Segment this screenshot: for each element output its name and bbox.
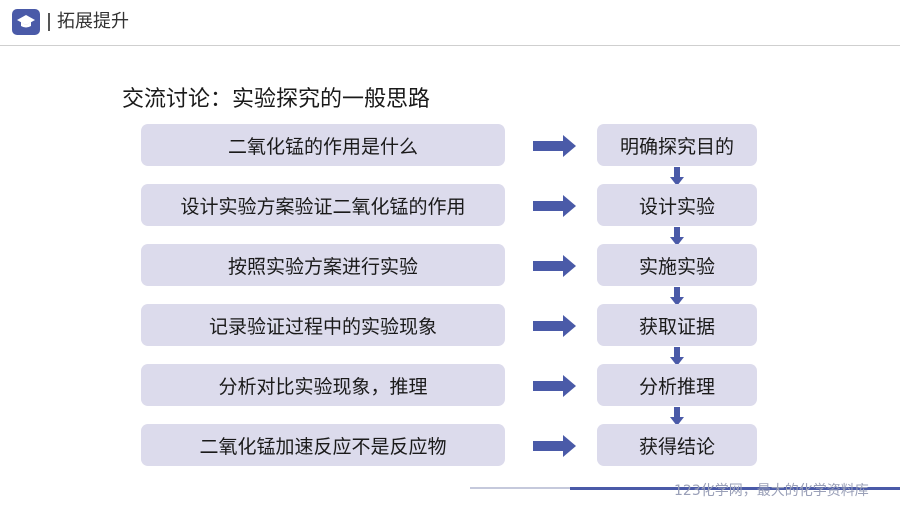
down-arrow-icon: [670, 407, 684, 426]
step-box: 记录验证过程中的实验现象: [141, 304, 505, 346]
right-arrow-icon: [533, 435, 576, 457]
footer-line-light: [470, 487, 590, 489]
footer-line-accent: [570, 487, 900, 490]
step-box: 二氧化锰加速反应不是反应物: [141, 424, 505, 466]
step-box: 分析对比实验现象，推理: [141, 364, 505, 406]
goal-box: 设计实验: [597, 184, 757, 226]
down-arrow-icon: [670, 347, 684, 366]
goal-box: 分析推理: [597, 364, 757, 406]
right-arrow-icon: [533, 195, 576, 217]
right-arrow-icon: [533, 375, 576, 397]
step-box: 二氧化锰的作用是什么: [141, 124, 505, 166]
goal-box: 实施实验: [597, 244, 757, 286]
header-divider: [48, 13, 50, 31]
down-arrow-icon: [670, 287, 684, 306]
right-arrow-icon: [533, 315, 576, 337]
goal-box: 获得结论: [597, 424, 757, 466]
goal-box: 获取证据: [597, 304, 757, 346]
slide-subtitle: 交流讨论：实验探究的一般思路: [122, 87, 431, 112]
down-arrow-icon: [670, 167, 684, 186]
graduation-cap-icon: [17, 15, 35, 28]
step-box: 设计实验方案验证二氧化锰的作用: [141, 184, 505, 226]
right-arrow-icon: [533, 135, 576, 157]
goal-box: 明确探究目的: [597, 124, 757, 166]
down-arrow-icon: [670, 227, 684, 246]
page-section-title: 拓展提升: [57, 11, 129, 32]
watermark-text: 123化学网，最大的化学资料库: [674, 483, 869, 499]
step-box: 按照实验方案进行实验: [141, 244, 505, 286]
header-underline: [0, 45, 900, 46]
right-arrow-icon: [533, 255, 576, 277]
header-logo: [12, 9, 40, 35]
